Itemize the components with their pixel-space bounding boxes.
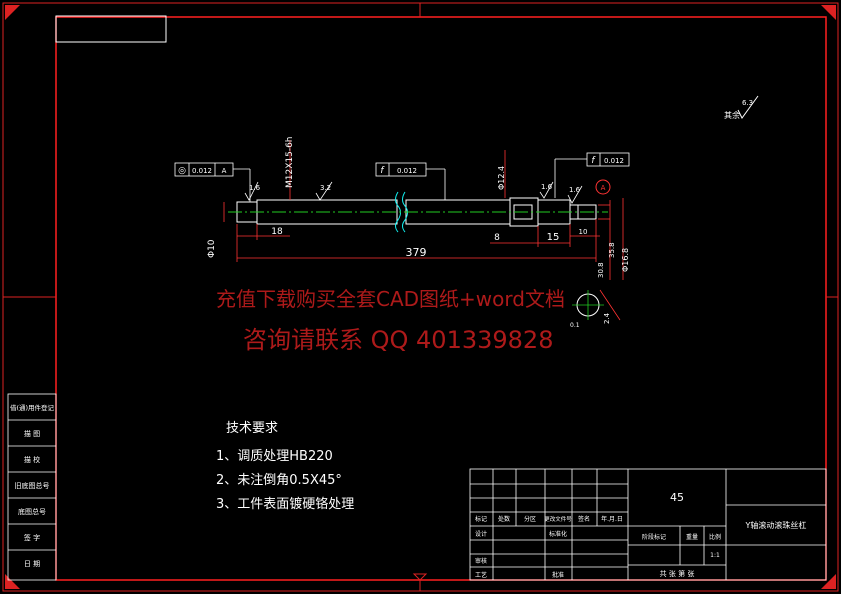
tol1-symbol: ◎ [178,166,186,176]
tb-stage-header: 阶段标记 [642,533,666,541]
dim-dia-left: Φ10 [207,239,217,258]
tb-scale: 1:1 [710,552,720,559]
tb-material: 45 [670,491,684,504]
roughness-value-1: 1.6 [249,184,261,192]
tol1-datum: A [222,167,227,175]
dim-tail-small: 10 [579,228,588,236]
side-panel-label: 借(通)用件登记 [10,403,55,412]
tolerance-frame-geometry [174,152,630,202]
side-panel-label: 描 校 [24,455,40,464]
tol1-value: 0.012 [192,167,212,175]
watermark-line2: 咨询请联系 QQ 401339828 [243,326,554,354]
tb-left-row: 工艺 [475,571,487,579]
tol2-value: 0.012 [397,167,417,175]
dim-detail-small: 0.1 [570,322,580,329]
corner-mark [5,5,20,20]
watermark-line1: 充值下载购买全套CAD图纸+word文档 [216,287,565,311]
general-roughness-label: 其余 [724,110,740,120]
side-panel-label: 日 期 [24,560,40,568]
tb-left-row: 设计 [475,530,487,538]
tb-left-row: 批准 [552,571,564,579]
dim-dia-right: Φ16.8 [621,248,630,272]
tb-part-name: Y轴滚动滚珠丝杠 [745,520,807,530]
side-panel-label: 签 字 [24,533,40,542]
dim-tail-len: 15 [547,232,560,243]
roughness-value-2: 3.2 [320,184,331,192]
roughness-value-3: 1.6 [541,183,553,191]
dim-thread-spec: M12X15-6h [285,136,295,188]
tb-stage-header: 重量 [686,533,698,541]
corner-mark [5,574,20,589]
tb-rev-header: 分区 [524,515,536,523]
datum-label: A [601,184,606,192]
dim-length-total: 379 [406,246,427,259]
inner-frame [55,16,827,581]
dim-dia-a: 30.8 [597,262,605,278]
general-roughness-symbol [737,95,759,119]
tb-rev-header: 更改文件号 [544,515,572,523]
tb-rev-header: 处数 [498,515,510,523]
roughness-value-4: 1.6 [569,186,581,194]
dim-shoulder-len: 18 [271,227,283,237]
tol3-value: 0.012 [604,157,624,165]
roughness-symbols [244,181,583,204]
drawing-number-box [55,15,167,43]
tech-req-item: 3、工件表面镀硬铬处理 [216,497,355,512]
tol3-symbol: f [591,156,596,166]
title-block-grid [469,468,827,581]
dim-hex-len: 8 [494,233,500,243]
tb-rev-header: 年.月.日 [601,515,623,523]
corner-mark [821,5,836,20]
tb-sheet-info: 共 张 第 张 [660,569,695,578]
dim-dia-mid: Φ12.4 [497,166,506,190]
corner-mark [821,574,836,589]
tb-rev-header: 签名 [578,515,590,523]
side-panel-label: 底图总号 [18,507,46,516]
centering-marks [3,3,838,591]
dim-dia-b: 35.8 [608,242,616,258]
tech-req-item: 1、调质处理HB220 [216,449,333,464]
side-panel-label: 旧底图总号 [15,481,50,490]
side-panel-label: 描 图 [24,429,40,438]
tol2-symbol: f [380,166,385,176]
dim-chamfer: 2.4 [603,312,611,324]
tb-left-row: 审核 [475,557,487,565]
side-panel-grid [7,393,57,581]
tech-req-title: 技术要求 [226,421,279,436]
datum-circle [595,179,611,195]
tech-req-item: 2、未注倒角0.5X45° [216,473,342,488]
tb-stage-header: 比例 [709,533,721,541]
tb-rev-header: 标记 [475,515,487,523]
tb-left-row: 标准化 [549,530,567,538]
general-roughness-value: 6.3 [742,99,753,107]
dimension-lines [223,140,624,321]
